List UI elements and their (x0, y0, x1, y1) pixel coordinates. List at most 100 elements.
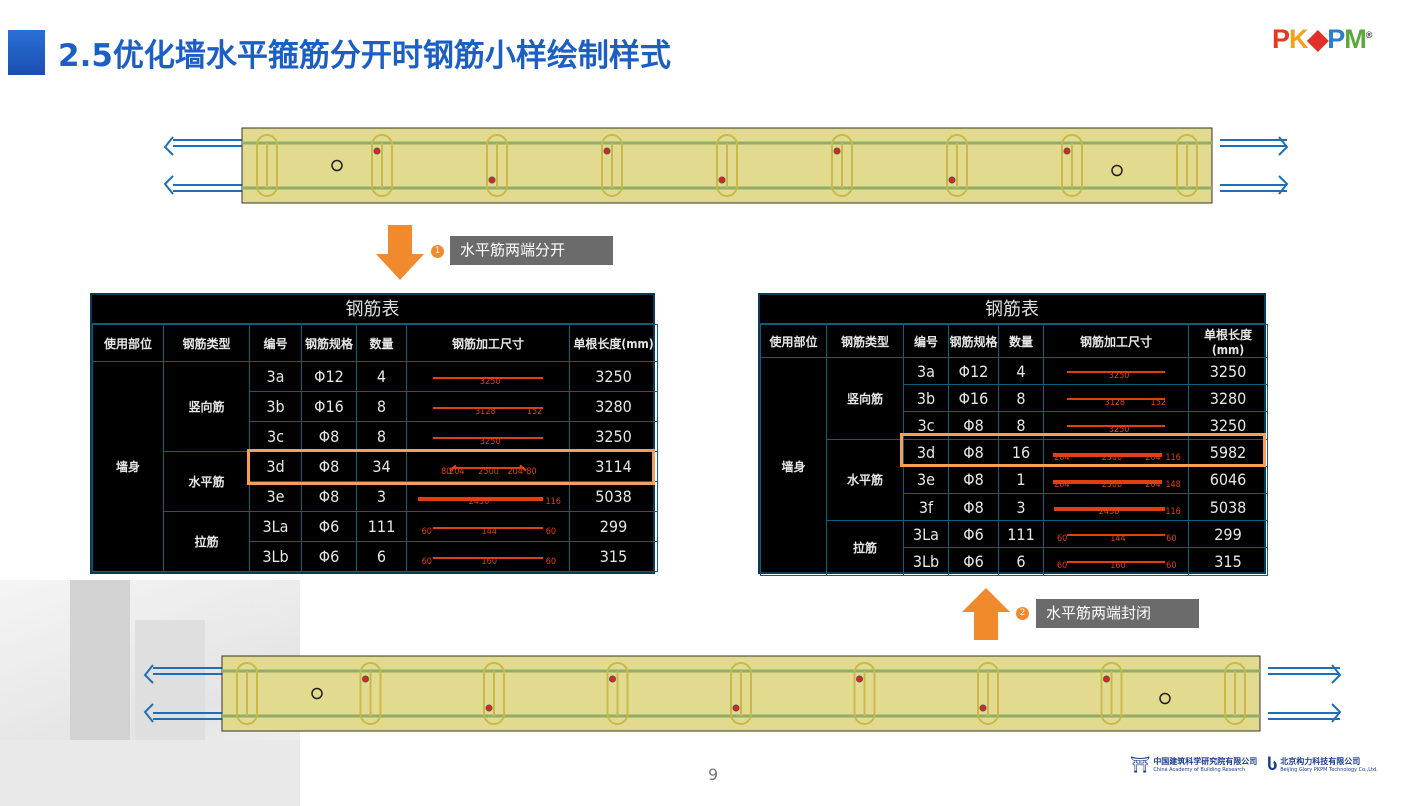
column-header: 钢筋规格 (301, 324, 357, 362)
rebar-id: 3b (903, 384, 949, 413)
vertical-rebar-dot (488, 176, 496, 184)
rebar-length: 315 (1188, 547, 1268, 576)
rebar-quantity: 1 (998, 465, 1044, 494)
stirrup (853, 662, 876, 725)
step-badge-2: 2 (1016, 607, 1029, 620)
rebar-id: 3La (903, 520, 949, 549)
rebar-id: 3Lb (249, 541, 302, 572)
stirrup (1176, 134, 1198, 197)
rebar-length: 3280 (1188, 384, 1268, 413)
dimension-label: 80 (441, 466, 452, 477)
rebar-length: 3250 (1188, 356, 1268, 386)
stirrup (1100, 662, 1123, 725)
rebar-quantity: 111 (356, 511, 407, 542)
highlight-box-right (900, 433, 1266, 467)
dimension-label: 2436 (1098, 507, 1120, 518)
vertical-rebar-dot (603, 147, 611, 155)
rebar-quantity: 8 (998, 384, 1044, 413)
up-arrow-icon (974, 611, 998, 640)
dimension-label: 204 (449, 466, 465, 477)
embedded-point (311, 687, 323, 700)
page-number: 9 (708, 765, 719, 784)
rebar-id: 3b (249, 391, 302, 422)
stirrup (1061, 134, 1083, 197)
dimension-label: 60 (1056, 534, 1068, 545)
rebar-length: 299 (1188, 520, 1268, 549)
rebar-id: 3c (249, 421, 302, 452)
end-hook (143, 703, 154, 723)
vertical-rebar-dot (609, 675, 616, 683)
dimension-label: 204 (1054, 452, 1070, 463)
dimension-label: 60 (421, 556, 432, 567)
rebar-length: 5982 (1188, 438, 1268, 467)
column-header: 单根长度(mm) (1188, 324, 1268, 358)
rebar-quantity: 111 (998, 520, 1044, 549)
rebar-length: 3250 (569, 421, 658, 452)
dimension-label: 80 (526, 466, 537, 477)
dimension-label: 60 (1056, 561, 1068, 572)
rebar-type-cell: 竖向筋 (826, 357, 904, 440)
rebar-length: 5038 (1188, 492, 1268, 522)
end-hook (163, 175, 174, 195)
column-header: 单根长度(mm) (569, 324, 658, 362)
rebar-spec: Φ16 (948, 384, 999, 413)
up-arrow-head-icon (962, 588, 1010, 612)
rebar-id: 3a (903, 356, 949, 386)
dimension-label: 3128 (475, 406, 496, 417)
end-hook (1278, 136, 1289, 156)
dimension-label: 60 (545, 526, 557, 537)
rebar-length: 3114 (569, 451, 658, 482)
rebar-type-cell: 水平筋 (826, 438, 904, 522)
rebar-spec: Φ6 (301, 541, 357, 572)
callout-label-2: 水平筋两端封闭 (1036, 599, 1199, 628)
rebar-spec: Φ8 (948, 465, 999, 494)
column-header: 编号 (903, 324, 949, 358)
dimension-label: 3128 (1104, 398, 1126, 409)
vertical-rebar-dot (979, 704, 987, 712)
rebar-id: 3La (249, 511, 302, 542)
vertical-rebar-dot (1063, 147, 1071, 155)
dimension-label: 204 (1145, 479, 1161, 490)
rebar-quantity: 4 (998, 356, 1044, 386)
highlight-box-left (247, 449, 655, 485)
rebar-length: 3280 (569, 391, 658, 422)
rebar-id: 3f (903, 492, 949, 522)
vertical-rebar-dot (948, 176, 956, 184)
vertical-rebar-dot (856, 675, 863, 683)
rebar-quantity: 4 (356, 361, 407, 392)
stirrup (601, 134, 623, 197)
rebar-quantity: 3 (356, 481, 407, 512)
down-arrow-icon (388, 225, 412, 255)
rebar-type-cell: 拉筋 (826, 520, 904, 576)
end-hook (163, 136, 174, 156)
stirrup (486, 134, 508, 197)
stirrup (256, 134, 278, 197)
column-header: 使用部位 (760, 324, 827, 358)
rebar-length: 299 (569, 511, 658, 542)
embedded-point (331, 159, 343, 172)
dimension-label: 160 (481, 556, 497, 567)
stirrup (730, 662, 752, 725)
rebar-id: 3e (903, 465, 949, 494)
rebar-length: 5038 (569, 481, 658, 512)
page-title: 2.5优化墙水平箍筋分开时钢筋小样绘制样式 (58, 38, 671, 74)
rebar-quantity: 8 (356, 391, 407, 422)
rebar-quantity: 6 (998, 547, 1044, 576)
embedded-point (1111, 164, 1123, 177)
title-marker (8, 30, 45, 75)
column-header: 钢筋加工尺寸 (1043, 324, 1189, 358)
stirrup (977, 662, 999, 725)
dimension-label: 152 (1150, 398, 1166, 409)
column-header: 数量 (998, 324, 1044, 358)
